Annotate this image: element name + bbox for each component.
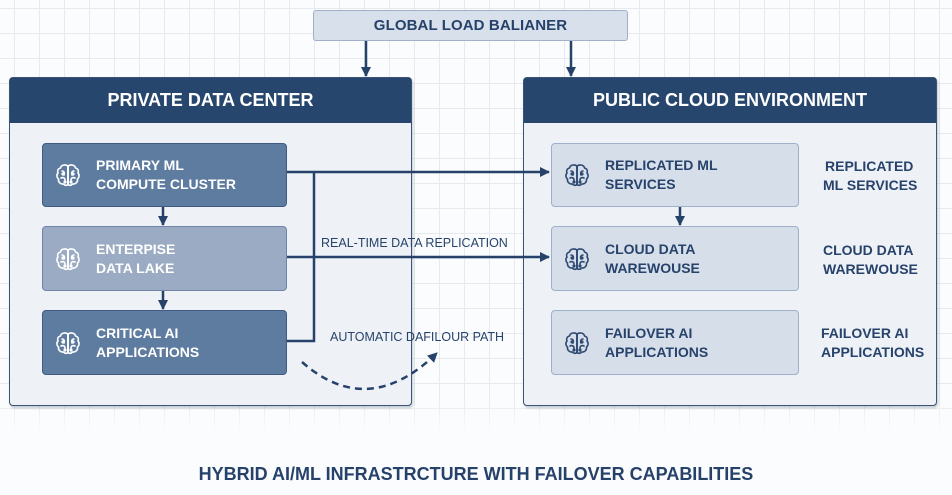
critical-connector	[287, 172, 316, 343]
failover-path-label: AUTOMATIC DAFILOUR PATH	[330, 330, 505, 344]
global-load-balancer[interactable]: GLOBAL LOAD BALIANER	[313, 10, 628, 41]
private-data-center-title: PRIVATE DATA CENTER	[107, 90, 314, 110]
private-data-center-header: PRIVATE DATA CENTER	[10, 78, 411, 123]
diagram-title: HYBRID AI/ML INFRASTRCTURE WITH FAILOVER…	[198, 464, 754, 484]
replication-flow-label: REAL-TIME DATA REPLICATION	[321, 236, 508, 250]
failover-path-arrow	[301, 352, 438, 391]
global-load-balancer-label: GLOBAL LOAD BALIANER	[373, 17, 568, 34]
public-cloud-header: PUBLIC CLOUD ENVIRONMENT	[524, 78, 936, 123]
public-cloud-title: PUBLIC CLOUD ENVIRONMENT	[593, 90, 867, 110]
